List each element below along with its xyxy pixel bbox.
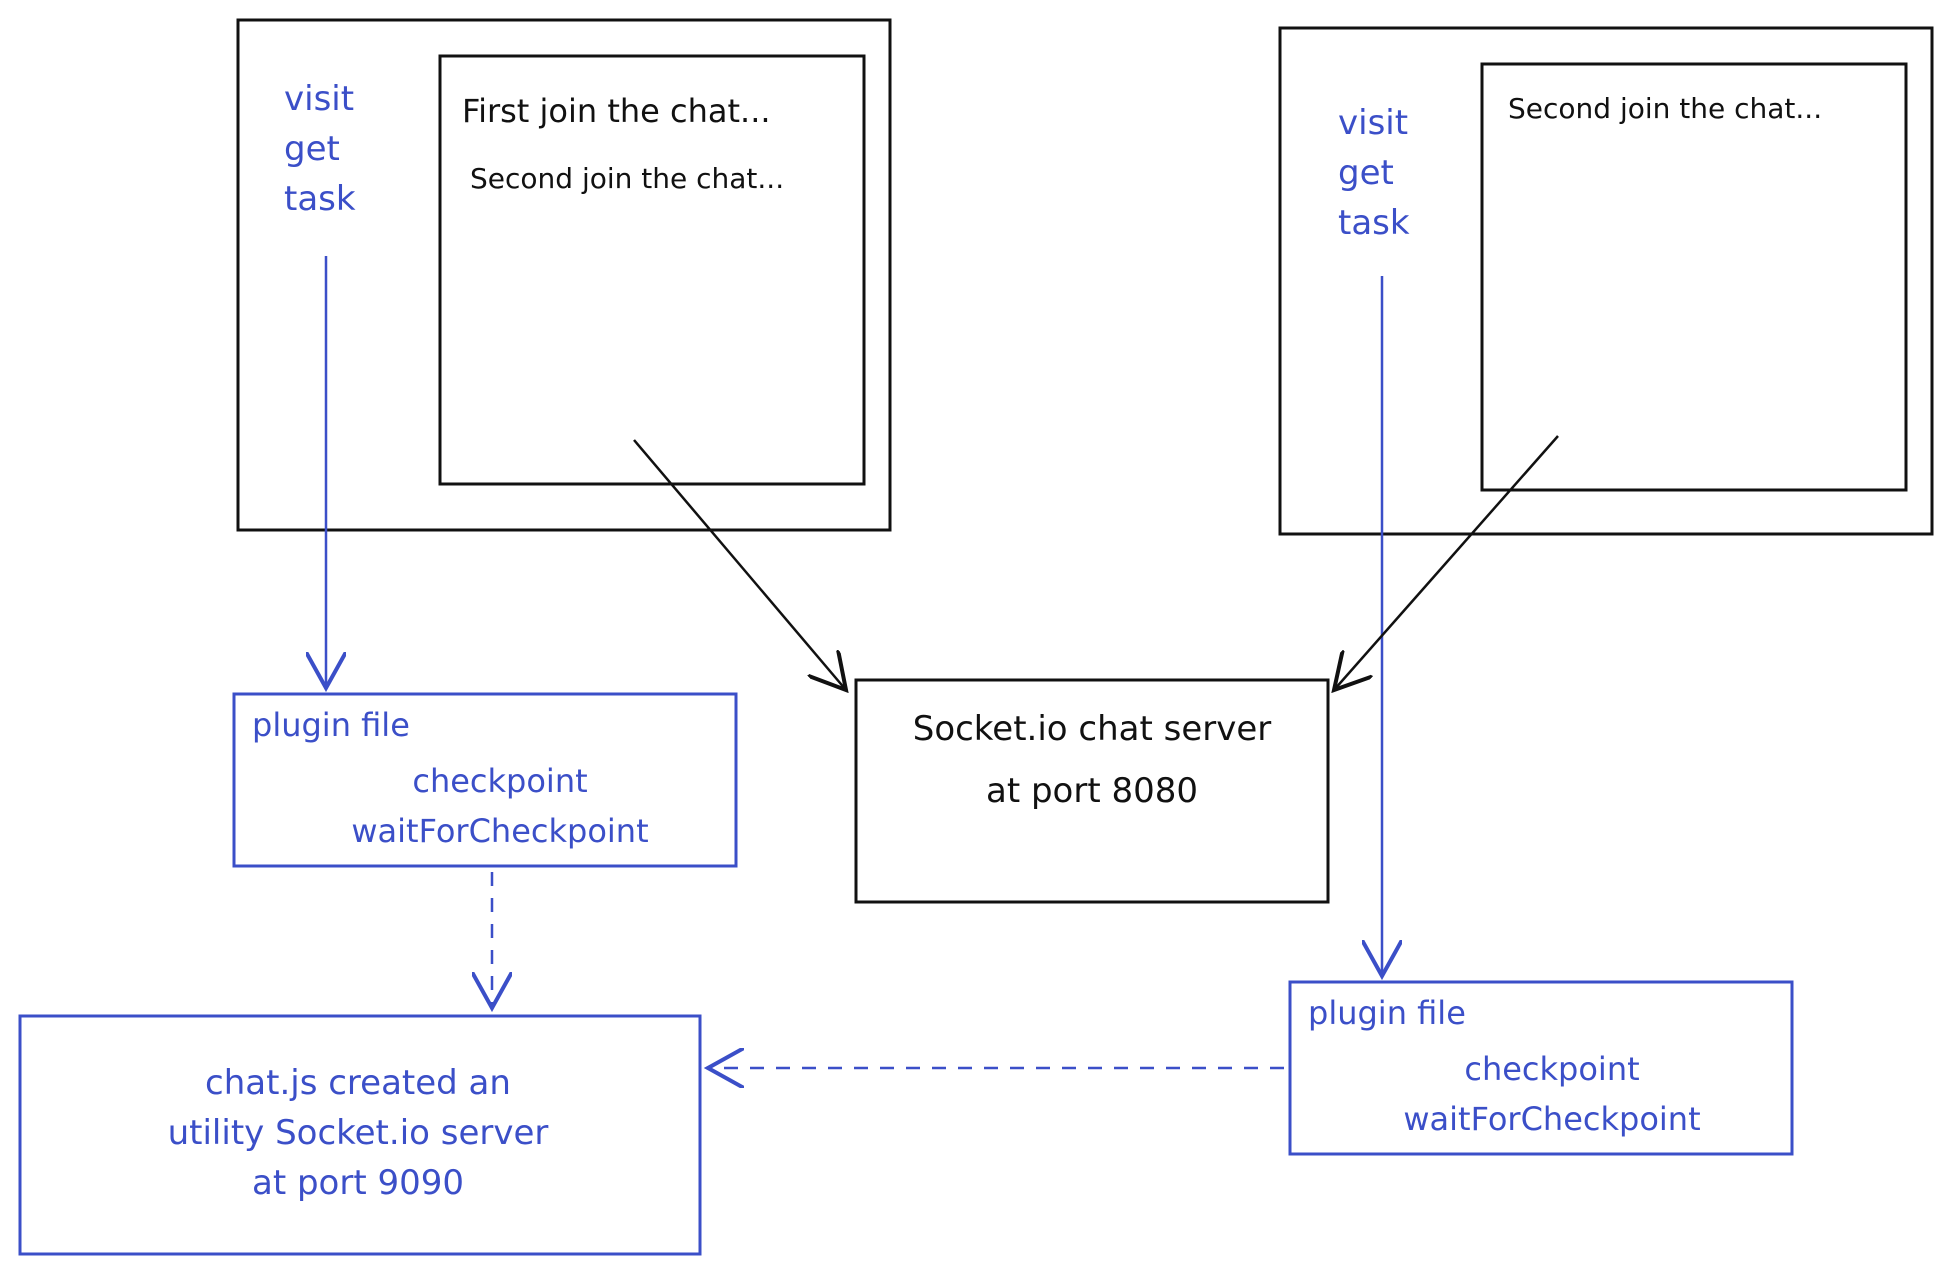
right-chat-line-second: Second join the chat... (1508, 92, 1822, 125)
right-chat-panel (1480, 62, 1908, 492)
right-plugin-checkpoint: checkpoint (1464, 1050, 1639, 1088)
right-plugin-title: plugin file (1308, 994, 1466, 1032)
arrow-right-chat-to-server (1334, 435, 1559, 690)
right-plugin-wait-for-checkpoint: waitForCheckpoint (1403, 1100, 1700, 1138)
utility-server-line-3: at port 9090 (252, 1163, 464, 1203)
right-command-task: task (1338, 203, 1410, 243)
utility-server-line-2: utility Socket.io server (168, 1113, 549, 1153)
left-chat-line-first: First join the chat... (462, 92, 771, 130)
chat-server-frame (854, 678, 1330, 904)
utility-server-line-1: chat.js created an (205, 1063, 511, 1103)
right-browser-frame (1278, 26, 1934, 536)
left-plugin-frame (232, 692, 738, 868)
left-plugin-box: plugin file checkpoint waitForCheckpoint (232, 692, 738, 868)
left-command-visit: visit (284, 79, 354, 119)
right-plugin-box: plugin file checkpoint waitForCheckpoint (1288, 980, 1794, 1156)
arrow-left-chat-to-server (633, 439, 846, 690)
left-browser-frame (236, 18, 892, 532)
right-command-get: get (1338, 153, 1394, 193)
left-chat-panel (438, 54, 866, 486)
left-command-get: get (284, 129, 340, 169)
right-browser-window: visit get task Second join the chat... (1278, 26, 1934, 536)
utility-server-box: chat.js created an utility Socket.io ser… (18, 1014, 702, 1256)
utility-server-frame (18, 1014, 702, 1256)
chat-server-line-2: at port 8080 (986, 771, 1198, 811)
left-plugin-wait-for-checkpoint: waitForCheckpoint (351, 812, 648, 850)
right-command-visit: visit (1338, 103, 1408, 143)
left-plugin-checkpoint: checkpoint (412, 762, 587, 800)
left-plugin-title: plugin file (252, 706, 410, 744)
left-browser-window: visit get task First join the chat... Se… (236, 18, 892, 532)
left-command-task: task (284, 179, 356, 219)
chat-server-line-1: Socket.io chat server (913, 709, 1272, 749)
right-plugin-frame (1288, 980, 1794, 1156)
left-chat-line-second: Second join the chat... (470, 162, 784, 195)
chat-server-box: Socket.io chat server at port 8080 (854, 678, 1330, 904)
